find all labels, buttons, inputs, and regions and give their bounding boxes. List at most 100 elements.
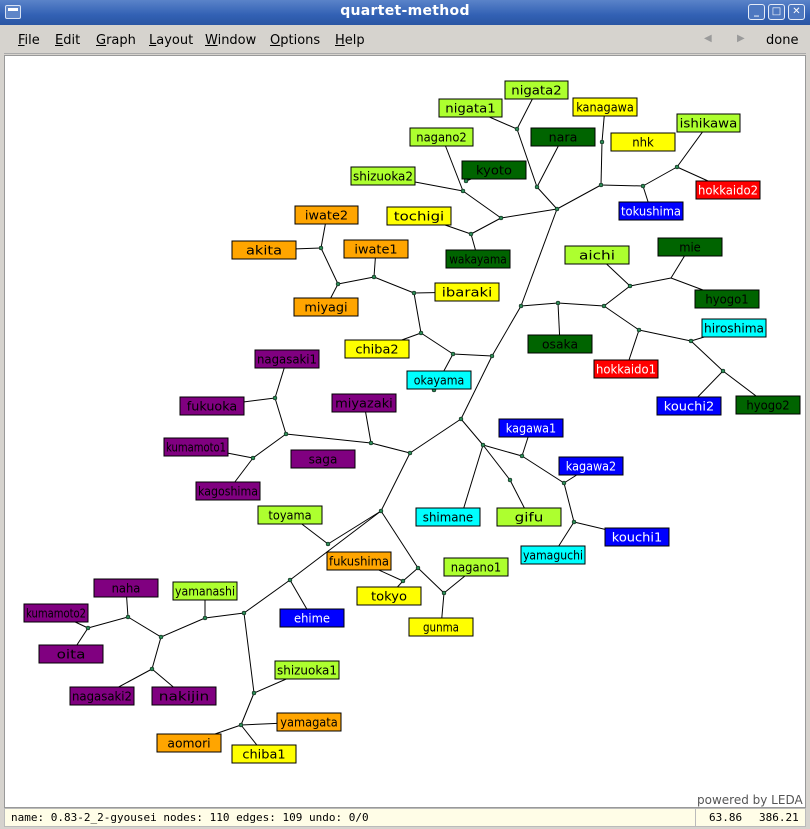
node-box[interactable] bbox=[445, 249, 511, 269]
inner-node[interactable] bbox=[561, 480, 567, 486]
node-hyogo1[interactable]: hyogo1 bbox=[694, 289, 760, 309]
node-nigata1[interactable]: nigata1 bbox=[438, 98, 503, 118]
inner-node[interactable] bbox=[250, 455, 256, 461]
node-miyagi[interactable]: miyagi bbox=[293, 297, 359, 317]
node-box[interactable] bbox=[498, 418, 564, 438]
node-box[interactable] bbox=[344, 339, 410, 359]
inner-node[interactable] bbox=[534, 184, 540, 190]
node-box[interactable] bbox=[69, 686, 135, 706]
node-box[interactable] bbox=[257, 505, 323, 525]
node-hiroshima[interactable]: hiroshima bbox=[701, 318, 767, 338]
inner-node[interactable] bbox=[318, 245, 324, 251]
node-kagawa1[interactable]: kagawa1 bbox=[498, 418, 564, 438]
inner-node[interactable] bbox=[460, 188, 466, 194]
node-naha[interactable]: naha bbox=[93, 578, 159, 598]
node-box[interactable] bbox=[290, 449, 356, 469]
node-akita[interactable]: akita bbox=[231, 240, 297, 260]
node-box[interactable] bbox=[701, 318, 767, 338]
node-box[interactable] bbox=[520, 545, 586, 565]
inner-node[interactable] bbox=[518, 303, 524, 309]
menu-edit[interactable]: Edit bbox=[55, 33, 81, 48]
node-box[interactable] bbox=[386, 206, 452, 226]
inner-node[interactable] bbox=[463, 178, 469, 184]
close-button[interactable]: ✕ bbox=[788, 4, 805, 20]
node-box[interactable] bbox=[558, 456, 624, 476]
inner-node[interactable] bbox=[149, 666, 155, 672]
menu-file[interactable]: File bbox=[18, 33, 40, 48]
node-box[interactable] bbox=[331, 393, 397, 413]
node-box[interactable] bbox=[23, 603, 89, 623]
menu-layout[interactable]: Layout bbox=[149, 33, 194, 48]
node-box[interactable] bbox=[276, 712, 342, 732]
node-tokushima[interactable]: tokushima bbox=[618, 201, 684, 221]
node-nhk[interactable]: nhk bbox=[610, 132, 676, 152]
node-kagawa2[interactable]: kagawa2 bbox=[558, 456, 624, 476]
inner-node[interactable] bbox=[325, 541, 331, 547]
inner-node[interactable] bbox=[407, 450, 413, 456]
node-box[interactable] bbox=[434, 282, 500, 302]
inner-node[interactable] bbox=[519, 453, 525, 459]
node-box[interactable] bbox=[408, 617, 474, 637]
node-box[interactable] bbox=[151, 686, 217, 706]
node-kouchi1[interactable]: kouchi1 bbox=[604, 527, 670, 547]
node-box[interactable] bbox=[254, 349, 320, 369]
node-box[interactable] bbox=[656, 396, 722, 416]
node-oita[interactable]: oita bbox=[38, 644, 104, 664]
inner-node[interactable] bbox=[158, 634, 164, 640]
node-nagano2[interactable]: nagano2 bbox=[409, 127, 474, 147]
inner-node[interactable] bbox=[418, 330, 424, 336]
node-okayama[interactable]: okayama bbox=[406, 370, 472, 390]
node-iwate1[interactable]: iwate1 bbox=[343, 239, 409, 259]
node-yamaguchi[interactable]: yamaguchi bbox=[520, 545, 586, 565]
node-tochigi[interactable]: tochigi bbox=[386, 206, 452, 226]
node-box[interactable] bbox=[409, 127, 474, 147]
inner-node[interactable] bbox=[287, 577, 293, 583]
node-aomori[interactable]: aomori bbox=[156, 733, 222, 753]
node-box[interactable] bbox=[676, 113, 741, 133]
node-box[interactable] bbox=[694, 289, 760, 309]
node-kumamoto2[interactable]: kumamoto2 bbox=[23, 603, 89, 623]
node-box[interactable] bbox=[231, 240, 297, 260]
node-box[interactable] bbox=[564, 245, 630, 265]
inner-node[interactable] bbox=[674, 164, 680, 170]
node-box[interactable] bbox=[504, 80, 569, 100]
node-nagasaki1[interactable]: nagasaki1 bbox=[254, 349, 320, 369]
inner-node[interactable] bbox=[283, 431, 289, 437]
inner-node[interactable] bbox=[514, 126, 520, 132]
node-ibaraki[interactable]: ibaraki bbox=[434, 282, 500, 302]
node-fukushima[interactable]: fukushima bbox=[326, 551, 392, 571]
node-kouchi2[interactable]: kouchi2 bbox=[656, 396, 722, 416]
node-box[interactable] bbox=[38, 644, 104, 664]
node-gifu[interactable]: gifu bbox=[496, 507, 562, 527]
node-box[interactable] bbox=[438, 98, 503, 118]
minimize-button[interactable]: _ bbox=[748, 4, 765, 20]
node-hyogo2[interactable]: hyogo2 bbox=[735, 395, 801, 415]
inner-node[interactable] bbox=[441, 590, 447, 596]
node-toyama[interactable]: toyama bbox=[257, 505, 323, 525]
node-shizuoka2[interactable]: shizuoka2 bbox=[350, 166, 416, 186]
node-box[interactable] bbox=[527, 334, 593, 354]
node-yamagata[interactable]: yamagata bbox=[276, 712, 342, 732]
inner-node[interactable] bbox=[238, 722, 244, 728]
inner-node[interactable] bbox=[640, 183, 646, 189]
node-saga[interactable]: saga bbox=[290, 449, 356, 469]
node-box[interactable] bbox=[294, 205, 359, 225]
inner-node[interactable] bbox=[125, 614, 131, 620]
node-box[interactable] bbox=[179, 396, 245, 416]
inner-node[interactable] bbox=[498, 215, 504, 221]
node-box[interactable] bbox=[343, 239, 409, 259]
inner-node[interactable] bbox=[368, 440, 374, 446]
node-shizuoka1[interactable]: shizuoka1 bbox=[274, 660, 340, 680]
node-hokkaido1[interactable]: hokkaido1 bbox=[593, 359, 659, 379]
node-box[interactable] bbox=[326, 551, 392, 571]
inner-node[interactable] bbox=[251, 690, 257, 696]
node-box[interactable] bbox=[274, 660, 340, 680]
inner-node[interactable] bbox=[400, 578, 406, 584]
node-fukuoka[interactable]: fukuoka bbox=[179, 396, 245, 416]
node-box[interactable] bbox=[195, 481, 261, 501]
node-box[interactable] bbox=[496, 507, 562, 527]
back-button[interactable]: ◀ bbox=[704, 33, 712, 44]
node-box[interactable] bbox=[604, 527, 670, 547]
node-box[interactable] bbox=[156, 733, 222, 753]
node-nakijin[interactable]: nakijin bbox=[151, 686, 217, 706]
